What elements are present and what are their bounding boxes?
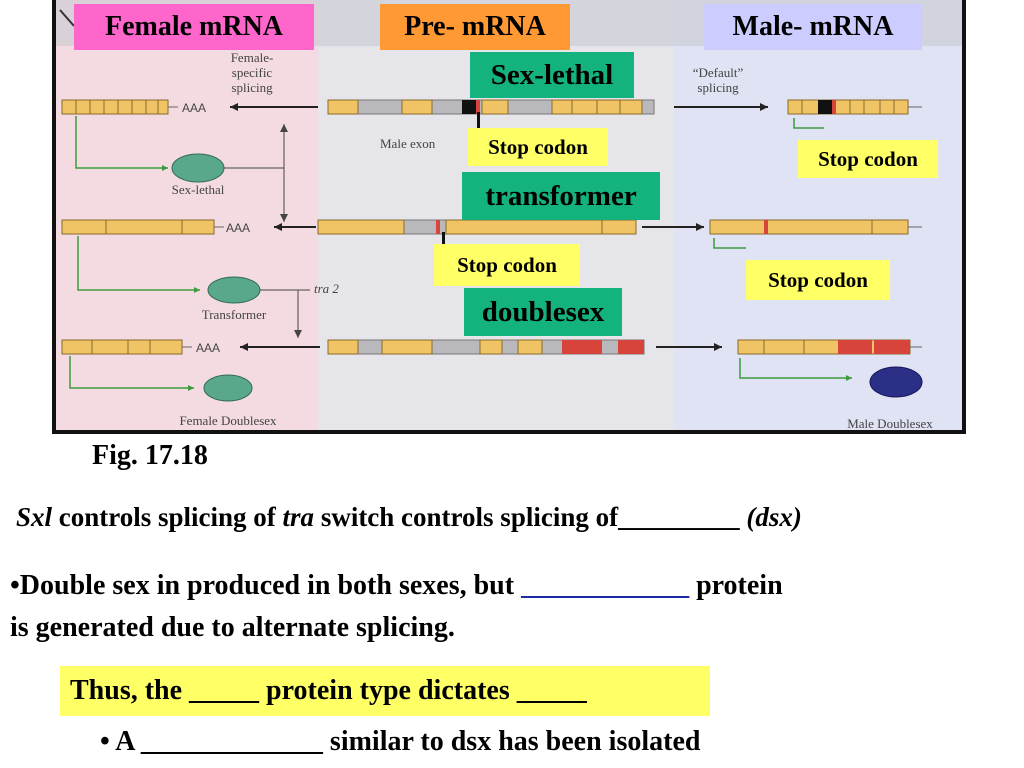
dsx-female-mrna: AAA <box>62 340 220 355</box>
sxl-female-mrna: AAA <box>62 100 206 115</box>
figure-caption: Fig. 17.18 <box>92 440 208 472</box>
sentence-part-2: switch controls splicing of_________ <box>314 502 746 532</box>
blank-line: ____________ <box>521 570 689 601</box>
gene-transformer: transformer <box>462 172 660 220</box>
fs-label-3: splicing <box>231 80 273 95</box>
thus-statement: Thus, the _____ protein type dictates __… <box>60 666 710 716</box>
gene-doublesex: doublesex <box>464 288 622 336</box>
svg-text:AAA: AAA <box>226 221 250 235</box>
male-doublesex-label: Male Doublesex <box>847 416 933 431</box>
stop-codon-label-4: Stop codon <box>746 260 890 300</box>
sxl-sentence: Sxl controls splicing of tra switch cont… <box>16 502 802 533</box>
sex-lethal-label: Sex-lethal <box>172 182 225 197</box>
sxl-term: Sxl <box>16 502 52 532</box>
svg-text:AAA: AAA <box>196 341 220 355</box>
figure-panel: Female- specific splicing “Default” spli… <box>52 0 966 434</box>
fs-label-2: specific <box>232 65 273 80</box>
header-pre-mrna: Pre- mRNA <box>380 4 570 50</box>
tra2-label: tra 2 <box>314 281 339 296</box>
dsx-pre-mrna <box>328 340 644 354</box>
fs-label-1: Female- <box>231 50 274 65</box>
bullet-text-1: •Double sex in produced in both sexes, b… <box>10 570 521 601</box>
stop-codon-label-3: Stop codon <box>434 244 580 286</box>
female-doublesex-protein <box>204 375 252 401</box>
aaa-label: AAA <box>182 101 206 115</box>
female-doublesex-label: Female Doublesex <box>179 413 277 428</box>
female-panel <box>56 0 318 430</box>
tra-term: tra <box>283 502 315 532</box>
tra-pre-mrna <box>318 220 636 234</box>
dsx-term: (dsx) <box>746 502 802 532</box>
stop-codon-label-2: Stop codon <box>798 140 938 178</box>
stop-codon-label-1: Stop codon <box>468 128 608 166</box>
sex-lethal-protein <box>172 154 224 182</box>
sentence-part-1: controls splicing of <box>52 502 283 532</box>
doublesex-bullet: •Double sex in produced in both sexes, b… <box>10 570 783 602</box>
default-label-2: splicing <box>697 80 739 95</box>
doublesex-bullet-cont: is generated due to alternate splicing. <box>10 612 455 644</box>
transformer-protein <box>208 277 260 303</box>
similar-gene-bullet: • A _____________ similar to dsx has bee… <box>100 726 700 758</box>
transformer-label: Transformer <box>202 307 267 322</box>
default-label-1: “Default” <box>693 65 744 80</box>
gene-sex-lethal: Sex-lethal <box>470 52 634 98</box>
male-exon-label: Male exon <box>380 136 436 151</box>
male-doublesex-protein <box>870 367 922 397</box>
bullet-text-2: protein <box>689 570 783 601</box>
sxl-pre-mrna <box>328 100 654 114</box>
header-female-mrna: Female mRNA <box>74 4 314 50</box>
header-male-mrna: Male- mRNA <box>704 4 922 50</box>
